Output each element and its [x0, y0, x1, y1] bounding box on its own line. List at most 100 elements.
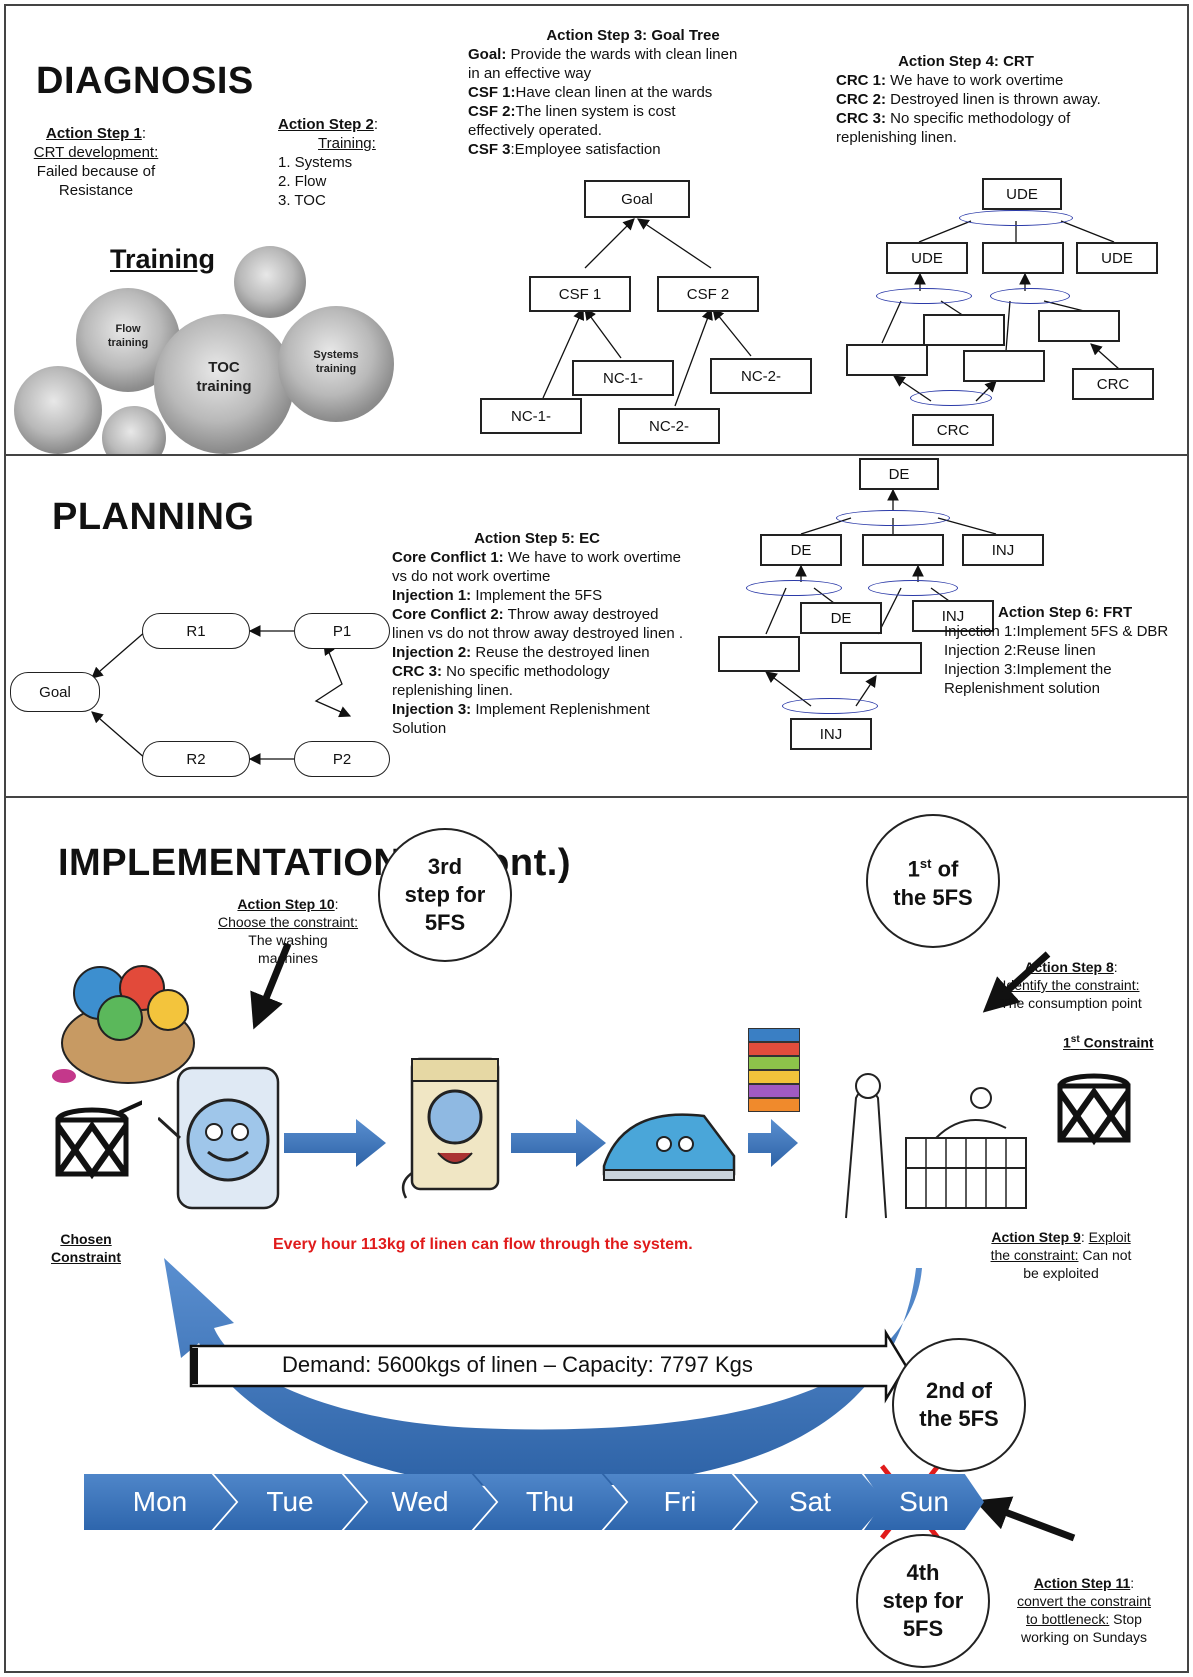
gear-label-line: Flow — [115, 323, 141, 335]
colon: : — [1113, 959, 1118, 975]
empty-node — [846, 344, 928, 376]
step-line: Injection 3:Implement the — [944, 661, 1112, 678]
implementation-panel: IMPLEMENTATION 1 (Cont.) 3rd step for 5F… — [4, 796, 1189, 1673]
ude-node: UDE — [1076, 242, 1158, 274]
text-line: effectively operated. — [468, 121, 798, 140]
goal-node: Goal — [584, 180, 690, 218]
ec-r1-node: R1 — [142, 613, 250, 649]
list-item: 3. TOC — [278, 192, 326, 209]
step-line: Replenishment solution — [944, 680, 1100, 697]
training-title: Training — [110, 244, 216, 274]
circle-line: 5FS — [902, 1616, 944, 1641]
step-title: Action Step 1 — [45, 125, 142, 142]
line-text: No specific methodology — [442, 663, 610, 680]
de-node: DE — [760, 534, 842, 566]
text-line: Injection 1: Implement the 5FS — [392, 586, 742, 605]
empty-node — [862, 534, 944, 566]
day-chevron-tue: Tue — [214, 1474, 366, 1530]
de-node: DE — [859, 458, 939, 490]
step-text: Exploit — [1088, 1229, 1131, 1245]
and-ellipse — [959, 210, 1073, 226]
feedback-curved-arrow — [164, 1258, 922, 1488]
drum-icon — [52, 1096, 153, 1188]
and-ellipse — [746, 580, 842, 596]
ec-r2-node: R2 — [142, 741, 250, 777]
gear-label-flow: Flow training — [86, 322, 170, 350]
text-line: Solution — [392, 719, 742, 738]
day-chevron-wed: Wed — [344, 1474, 496, 1530]
circle-line: step for — [404, 882, 486, 907]
gear-icon — [154, 314, 294, 454]
washing-machine-illustration — [156, 1048, 293, 1223]
action-step-10: Action Step 10: Choose the constraint: T… — [188, 895, 388, 967]
nc-node: NC-1- — [572, 360, 674, 396]
bold-label: Injection 2: — [392, 644, 472, 661]
text-line: linen vs do not throw away destroyed lin… — [392, 624, 742, 643]
gear-icon — [102, 406, 166, 454]
crc-node: CRC — [912, 414, 994, 446]
step-title: Action Step 3: Goal Tree — [546, 27, 720, 44]
step-line: Injection 2:Reuse linen — [944, 642, 1096, 659]
flow-arrow — [748, 1119, 798, 1167]
flow-note: Every hour 113kg of linen can flow throu… — [273, 1236, 693, 1253]
circle-line: 5FS — [424, 910, 466, 935]
ec-p2-node: P2 — [294, 741, 390, 777]
step-circle-4th: 4th step for 5FS — [856, 1534, 990, 1668]
list-item: 2. Flow — [278, 173, 327, 190]
step-text: Stop — [1109, 1611, 1142, 1627]
colon: : — [1080, 1229, 1089, 1245]
gear-icon — [14, 366, 102, 454]
step-text: working on Sundays — [1020, 1629, 1148, 1645]
gear-label-line: training — [315, 363, 357, 375]
step-circle-1st: 1st of the 5FS — [866, 814, 1000, 948]
bold-label: CRC 3: — [392, 663, 443, 680]
text-line: CSF 1:Have clean linen at the wards — [468, 83, 798, 102]
step-title: Action Step 5: EC — [474, 530, 600, 547]
step-lines: Goal: Provide the wards with clean linen… — [468, 45, 798, 159]
gear-icon — [234, 246, 306, 318]
line-text: Implement Replenishment — [471, 701, 650, 718]
bold-label: CRC 3: — [836, 110, 887, 127]
chosen-constraint-label: Chosen Constraint — [40, 1230, 132, 1266]
line-text: No specific methodology of — [886, 110, 1071, 127]
csf2-node: CSF 2 — [657, 276, 759, 312]
gear-icon — [278, 306, 394, 422]
gear-label-line: training — [196, 378, 252, 395]
bold-label: Core Conflict 2: — [392, 606, 504, 623]
ude-node: UDE — [886, 242, 968, 274]
step-text: be exploited — [1023, 1265, 1099, 1281]
line-text: vs do not work overtime — [392, 568, 551, 585]
dryer-illustration — [398, 1053, 508, 1208]
day-chevron-thu: Thu — [474, 1474, 626, 1530]
gear-label-systems: Systems training — [290, 348, 382, 376]
line-text: Provide the wards with clean linen — [506, 46, 738, 63]
line-text: The linen system is cost — [515, 103, 676, 120]
line-text: replenishing linen. — [392, 682, 513, 699]
action-step-9: Action Step 9: Exploit the constraint: C… — [961, 1228, 1161, 1282]
step-subtitle: Training: — [318, 135, 376, 152]
empty-node — [982, 242, 1064, 274]
step-text: The washing — [248, 932, 328, 948]
text-line: CSF 2:The linen system is cost — [468, 102, 798, 121]
and-ellipse — [876, 288, 972, 304]
action-step-1: Action Step 1: CRT development: Failed b… — [26, 124, 166, 200]
step-title: Action Step 6: FRT — [998, 604, 1133, 621]
step-subtitle: Choose the constraint: — [217, 914, 359, 930]
action-step-11: Action Step 11: convert the constraint t… — [984, 1574, 1184, 1646]
text-line: CSF 3:Employee satisfaction — [468, 140, 798, 159]
text-line: Injection 3: Implement Replenishment — [392, 700, 742, 719]
and-ellipse — [990, 288, 1070, 304]
inj-node: INJ — [962, 534, 1044, 566]
planning-panel: PLANNING Goal R1 P1 R2 P2 Action Step 5:… — [4, 454, 1189, 798]
step-circle-2nd: 2nd of the 5FS — [892, 1338, 1026, 1472]
colon: : — [373, 116, 379, 133]
and-ellipse — [868, 580, 958, 596]
inj-node: INJ — [790, 718, 872, 750]
circle-number: 1 — [907, 856, 920, 882]
line-text: We have to work overtime — [503, 549, 681, 566]
empty-node — [840, 642, 922, 674]
empty-node — [718, 636, 800, 672]
constraint-sup: st — [1070, 1034, 1080, 1045]
line-text: in an effective way — [468, 65, 592, 82]
